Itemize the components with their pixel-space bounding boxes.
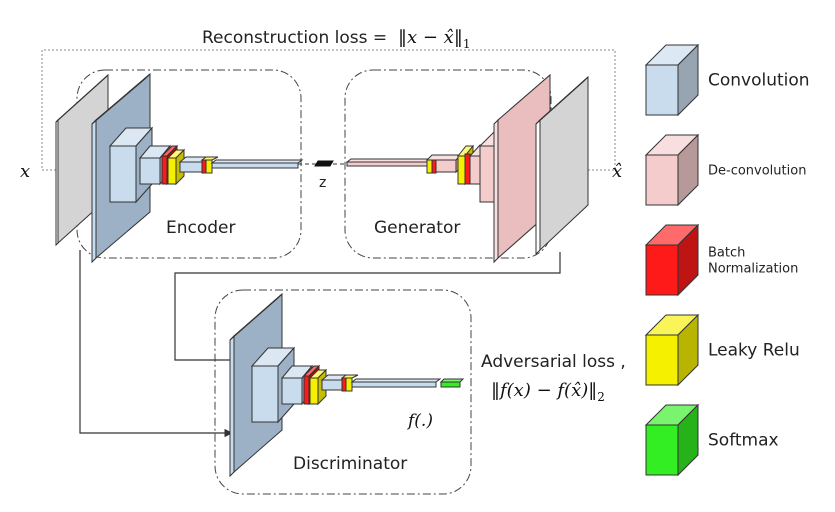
encoder-conv-block-3 [178, 156, 210, 173]
input-label: x [20, 161, 30, 182]
reconstruction-loss-formula: ‖x − x̂‖1 [398, 27, 470, 51]
adversarial-loss-subscript: 2 [597, 390, 605, 404]
batch-normalization-block-icon [644, 223, 700, 297]
legend-label: Convolution [708, 71, 810, 91]
reconstruction-loss-label: Reconstruction loss = [202, 28, 387, 48]
adversarial-loss-label: Adversarial loss , [481, 352, 626, 372]
reconstruction-loss-subscript: 1 [463, 37, 471, 51]
encoder-label: Encoder [166, 218, 236, 238]
latent-vector [298, 160, 350, 167]
legend-label: Leaky Relu [708, 341, 800, 361]
deconvolution-block-icon [644, 133, 700, 207]
encoder-batch-norm-relu-small [200, 156, 219, 174]
reconstruction-loss-norm: ‖x − x̂‖ [398, 27, 463, 48]
generator-bottleneck-bar [345, 158, 433, 167]
generator-small-blocks [425, 153, 463, 174]
latent-label: z [319, 175, 326, 191]
encoder-bottleneck-bar [210, 159, 304, 169]
output-image-plate [535, 75, 589, 256]
connection-lines [79, 250, 561, 438]
convolution-block-icon [644, 43, 700, 117]
discriminator-box [214, 289, 472, 495]
discriminator-softmax-block [439, 378, 465, 388]
discriminator-label: Discriminator [293, 454, 407, 474]
softmax-block-icon [644, 403, 700, 477]
discriminator-feature-bar [350, 378, 442, 388]
adversarial-loss-formula: ‖f(x) − f(x̂)‖2 [491, 380, 605, 404]
adversarial-loss-norm: ‖f(x) − f(x̂)‖ [491, 380, 597, 401]
legend-label: De-convolution [708, 163, 806, 178]
output-label: x̂ [612, 161, 622, 182]
generator-label: Generator [374, 218, 460, 238]
feature-label: f(.) [406, 411, 433, 431]
reconstruction-loss-path [41, 49, 616, 171]
leaky-relu-block-icon [644, 313, 700, 387]
legend-label: Softmax [708, 431, 779, 451]
